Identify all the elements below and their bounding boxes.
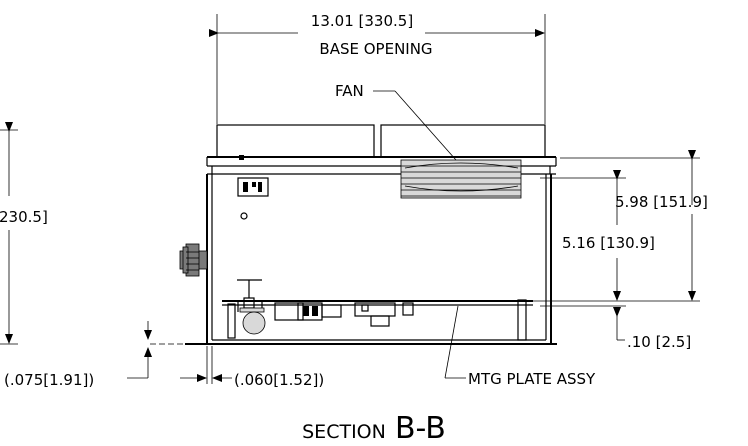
mounting-plate xyxy=(222,299,533,341)
svg-text:5.98 [151.9]: 5.98 [151.9] xyxy=(615,193,708,211)
overall-height-metric: 230.5] xyxy=(0,208,48,226)
cable-gland xyxy=(179,243,208,277)
base-opening-metric: [330.5] xyxy=(359,12,414,30)
mtg-plate-label: MTG PLATE ASSY xyxy=(468,370,596,388)
mtg-plate-callout: MTG PLATE ASSY xyxy=(444,305,596,388)
overall-height-dimension: 230.5] xyxy=(0,122,48,345)
terminal-block xyxy=(237,177,269,220)
enclosure-body xyxy=(150,174,557,345)
flange-thickness-label: (.075[1.91]) xyxy=(4,371,94,389)
section-prefix: SECTION xyxy=(302,421,386,443)
inner-to-plate-metric: [130.9] xyxy=(600,234,655,252)
svg-text:13.01 [330.5]: 13.01 [330.5] xyxy=(311,12,413,30)
top-to-plate-value: 5.98 xyxy=(615,193,648,211)
base-opening-label: BASE OPENING xyxy=(319,40,432,58)
wall-thickness-label: (.060[1.52]) xyxy=(234,371,324,389)
wall-thickness-dimension: (.060[1.52]) xyxy=(180,346,324,389)
valve-assembly xyxy=(227,279,266,339)
svg-text:SECTION B-B: SECTION B-B xyxy=(302,411,446,446)
fan-label: FAN xyxy=(335,82,364,100)
svg-text:.10 [2.5]: .10 [2.5] xyxy=(627,333,691,351)
plate-offset-metric: [2.5] xyxy=(656,333,692,351)
fan xyxy=(400,159,522,199)
flange-thickness-dimension: (.075[1.91]) xyxy=(4,321,152,389)
base-opening-dimension: 13.01 [330.5] BASE OPENING xyxy=(209,12,546,124)
fan-callout: FAN xyxy=(335,82,457,161)
top-to-plate-metric: [151.9] xyxy=(653,193,708,211)
inner-to-plate-value: 5.16 xyxy=(562,234,595,252)
section-letter: B-B xyxy=(395,411,446,446)
base-opening-value: 13.01 xyxy=(311,12,354,30)
right-dimensions: 5.98 [151.9] 5.16 [130.9] .10 [2.5] xyxy=(533,150,708,351)
section-title: SECTION B-B xyxy=(302,411,446,446)
plate-offset-value: .10 xyxy=(627,333,651,351)
svg-text:5.16 [130.9]: 5.16 [130.9] xyxy=(562,234,655,252)
